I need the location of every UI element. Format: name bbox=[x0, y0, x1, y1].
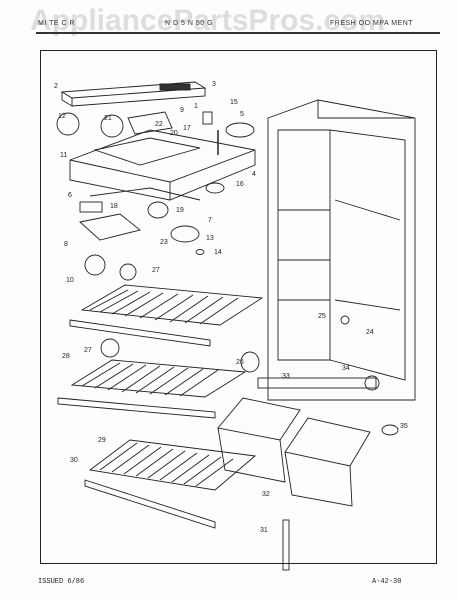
bracket-part bbox=[127, 111, 173, 135]
callout-34: 34 bbox=[342, 365, 350, 372]
thermostat-part bbox=[202, 111, 213, 125]
callout-3: 3 bbox=[212, 81, 216, 88]
lower-shelf-part bbox=[57, 359, 247, 419]
header-left-code: MI TE C R bbox=[38, 20, 76, 27]
callout-33: 33 bbox=[282, 373, 290, 380]
callout-14: 14 bbox=[214, 249, 222, 256]
footer-page-code: A-42-30 bbox=[372, 578, 402, 586]
callout-28: 28 bbox=[62, 353, 70, 360]
kick-plate-part bbox=[257, 377, 377, 389]
callout-27: 27 bbox=[152, 267, 160, 274]
header-rule bbox=[36, 32, 440, 34]
roller-part bbox=[119, 263, 137, 281]
callout-16: 16 bbox=[236, 181, 244, 188]
callout-26: 26 bbox=[236, 359, 244, 366]
right-crisper-part bbox=[284, 417, 371, 507]
shelf-support-part bbox=[240, 351, 260, 373]
diagram-frame bbox=[40, 50, 437, 564]
callout-30: 30 bbox=[70, 457, 78, 464]
callout-9: 9 bbox=[180, 107, 184, 114]
callout-29: 29 bbox=[98, 437, 106, 444]
top-rail-part bbox=[60, 81, 207, 107]
upper-shelf-part bbox=[69, 284, 264, 347]
callout-23: 23 bbox=[160, 239, 168, 246]
callout-31: 31 bbox=[260, 527, 268, 534]
callout-17: 17 bbox=[183, 125, 191, 132]
callout-18: 18 bbox=[110, 203, 118, 210]
callout-13: 13 bbox=[206, 235, 214, 242]
callout-8: 8 bbox=[64, 241, 68, 248]
callout-15: 15 bbox=[230, 99, 238, 106]
callout-12: 12 bbox=[58, 113, 66, 120]
callout-22: 22 bbox=[155, 121, 163, 128]
callout-32: 32 bbox=[262, 491, 270, 498]
wire-harness bbox=[89, 187, 201, 201]
watermark-logo: AppliancePartsPros.com bbox=[30, 4, 386, 37]
lamp-part bbox=[147, 201, 169, 219]
crisper-cover-part bbox=[84, 439, 257, 529]
hinge-pin-part bbox=[364, 375, 380, 391]
motor-part bbox=[170, 225, 200, 243]
leveler-part bbox=[381, 424, 399, 436]
callout-1: 1 bbox=[194, 103, 198, 110]
callout-35: 35 bbox=[400, 423, 408, 430]
callout-10: 10 bbox=[66, 277, 74, 284]
drain-tube-part bbox=[282, 519, 290, 571]
relay-part bbox=[79, 213, 141, 241]
switch-part bbox=[79, 201, 103, 213]
callout-20: 20 bbox=[170, 130, 178, 137]
cabinet-liner bbox=[267, 99, 416, 401]
callout-5: 5 bbox=[240, 111, 244, 118]
header-section-title: FRESH OO MPA MENT bbox=[330, 20, 414, 27]
callout-6: 6 bbox=[68, 192, 72, 199]
callout-2: 2 bbox=[54, 83, 58, 90]
callout-4: 4 bbox=[252, 171, 256, 178]
screw-part bbox=[195, 249, 205, 255]
knob-part bbox=[84, 254, 106, 276]
bulb-cover-part bbox=[56, 112, 80, 136]
footer-issued: ISSUED 6/86 bbox=[38, 578, 85, 586]
callout-7: 7 bbox=[208, 217, 212, 224]
dial-part bbox=[100, 114, 124, 138]
shelf-bracket-part bbox=[100, 338, 120, 358]
header-center-code: N D 5 N 50 G bbox=[165, 20, 214, 27]
left-crisper-part bbox=[217, 397, 301, 483]
callout-25: 25 bbox=[318, 313, 326, 320]
fan-blade-part bbox=[225, 122, 255, 138]
callout-21: 21 bbox=[104, 115, 112, 122]
callout-19: 19 bbox=[176, 207, 184, 214]
callout-11: 11 bbox=[60, 152, 67, 159]
grommet-part bbox=[205, 182, 225, 194]
control-tray-part bbox=[69, 129, 256, 201]
callout-24: 24 bbox=[366, 329, 374, 336]
callout-27: 27 bbox=[84, 347, 92, 354]
